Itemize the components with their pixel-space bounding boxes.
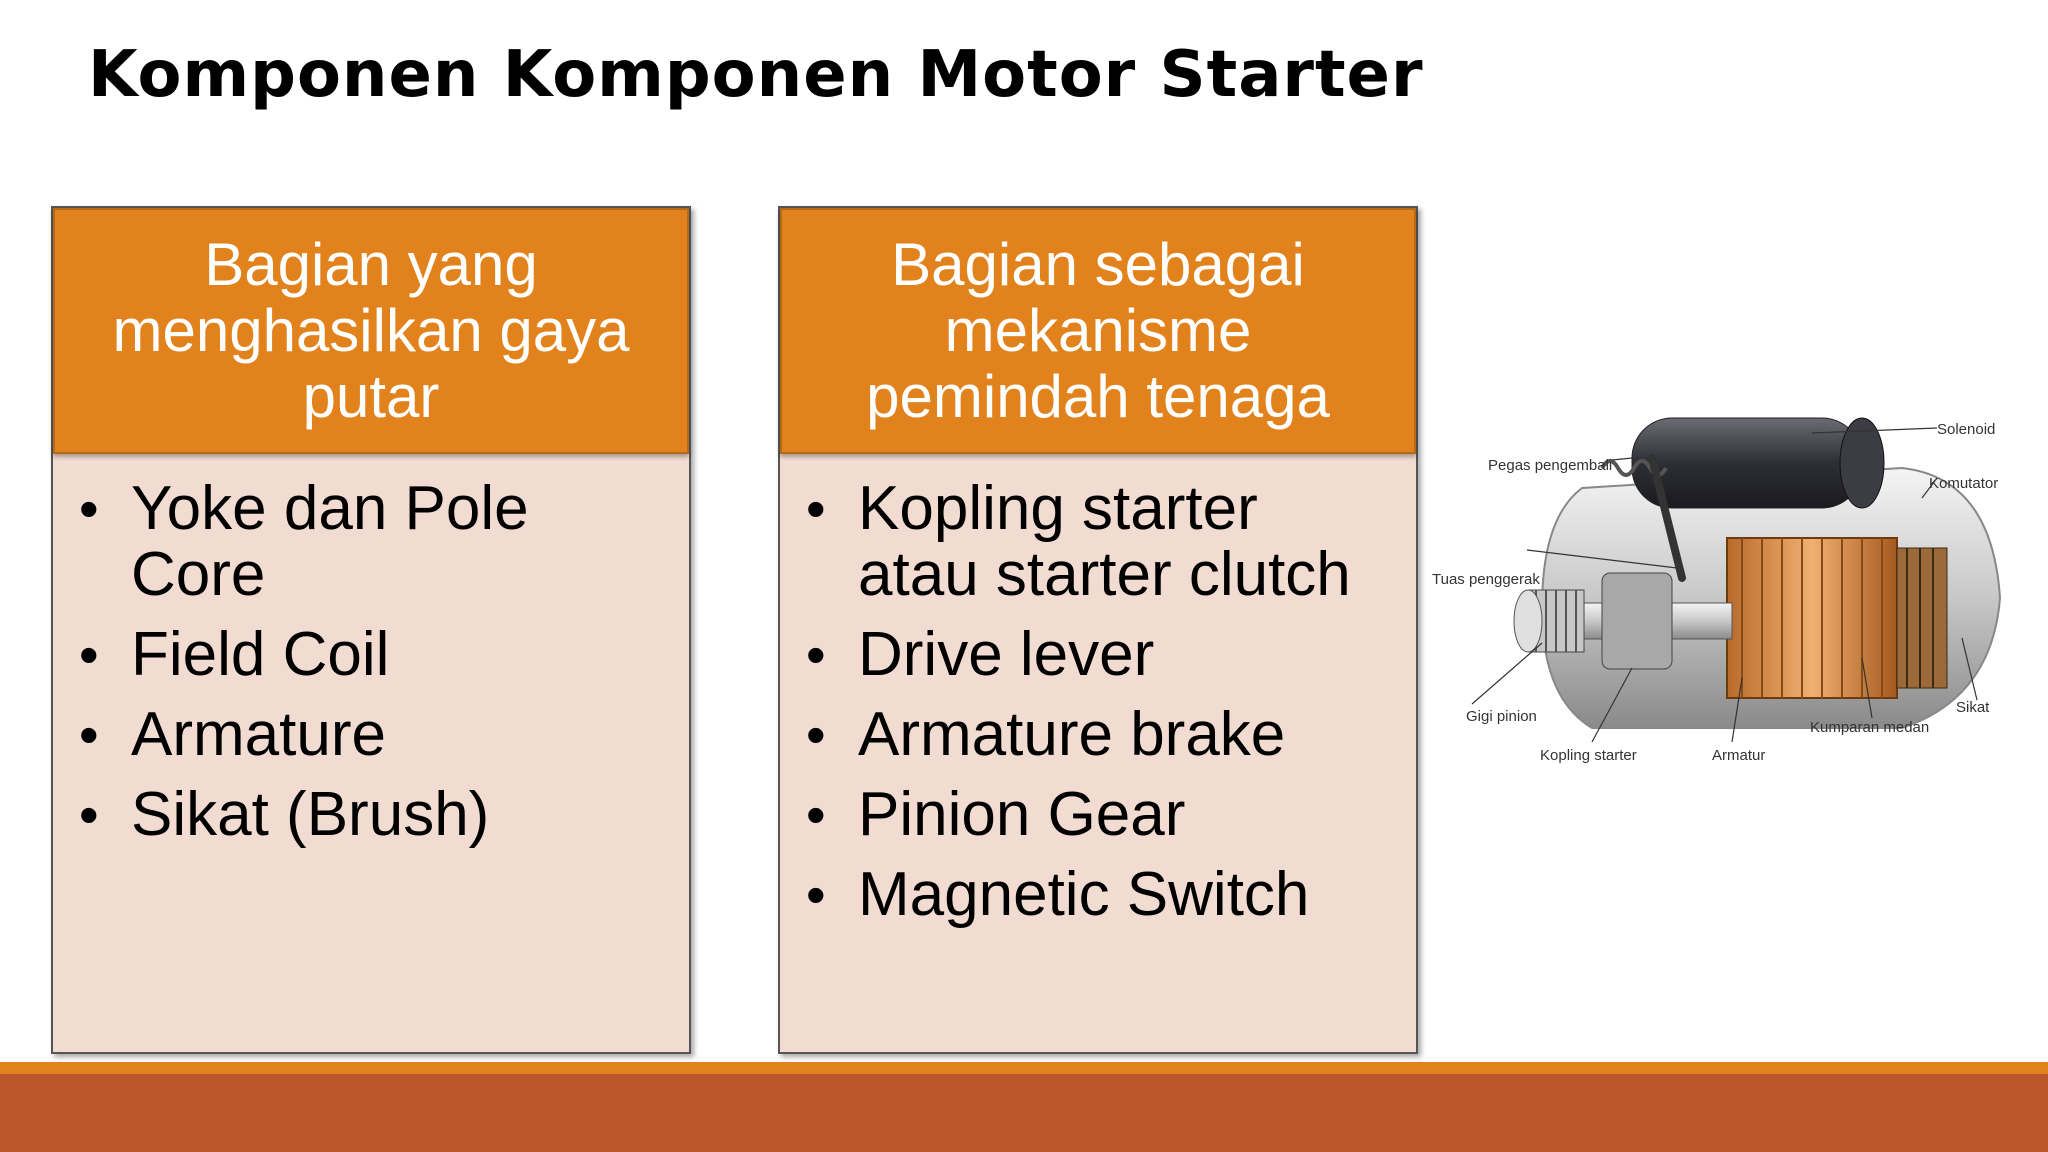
bullet-dot: •	[79, 703, 99, 766]
left-header-line: menghasilkan gaya	[112, 297, 630, 364]
right-bullet-list: • Kopling starter atau starter clutch • …	[780, 454, 1416, 928]
bullet-dot: •	[79, 477, 99, 540]
label-armatur: Armatur	[1712, 747, 1765, 764]
bullet-dot: •	[806, 703, 826, 766]
label-gigi-pinion: Gigi pinion	[1466, 708, 1537, 725]
bullet-dot: •	[806, 783, 826, 846]
bullet-dot: •	[79, 623, 99, 686]
bullet-dot: •	[806, 863, 826, 926]
bullet-dot: •	[79, 783, 99, 846]
bullet-item: • Sikat (Brush)	[79, 780, 490, 849]
label-komutator: Komutator	[1929, 475, 1998, 492]
bullet-item: • Magnetic Switch	[806, 860, 1310, 929]
label-tuas-penggerak: Tuas penggerak	[1432, 571, 1540, 588]
label-sikat: Sikat	[1956, 699, 1990, 716]
slide-title: Komponen Komponen Motor Starter	[88, 38, 1424, 112]
left-header-line: Bagian yang	[204, 231, 538, 298]
right-component-box: Bagian sebagai mekanisme pemindah tenaga…	[778, 206, 1418, 1054]
bullet-item: • Yoke dan Pole Core	[79, 474, 529, 609]
right-header-line: pemindah tenaga	[866, 363, 1330, 430]
left-box-header: Bagian yang menghasilkan gaya putar	[53, 208, 689, 454]
left-bullet-list: • Yoke dan Pole Core • Field Coil • Arma…	[53, 454, 689, 848]
right-header-line: mekanisme	[944, 297, 1252, 364]
label-pegas-pengembali: Pegas pengembali	[1488, 457, 1612, 474]
left-header-line: putar	[302, 363, 440, 430]
right-header-line: Bagian sebagai	[891, 231, 1305, 298]
label-kopling-starter: Kopling starter	[1540, 747, 1637, 764]
label-solenoid: Solenoid	[1937, 421, 1995, 438]
bullet-item: • Drive lever	[806, 620, 1155, 689]
bullet-item: • Armature brake	[806, 700, 1286, 769]
bullet-item: • Field Coil	[79, 620, 390, 689]
left-component-box: Bagian yang menghasilkan gaya putar • Yo…	[51, 206, 691, 1054]
starter-motor-illustration: Solenoid Pegas pengembali Komutator Tuas…	[1432, 417, 2002, 764]
bullet-item: • Pinion Gear	[806, 780, 1186, 849]
footer-accent-bar	[0, 1062, 2048, 1074]
footer-bar	[0, 1074, 2048, 1152]
starter-motor-diagram: Solenoid Pegas pengembali Komutator Tuas…	[1432, 398, 2016, 778]
right-box-header: Bagian sebagai mekanisme pemindah tenaga	[780, 208, 1416, 454]
bullet-item: • Armature	[79, 700, 386, 769]
bullet-item: • Kopling starter atau starter clutch	[806, 474, 1351, 609]
label-kumparan-medan: Kumparan medan	[1810, 719, 1929, 736]
bullet-dot: •	[806, 623, 826, 686]
bullet-dot: •	[806, 477, 826, 540]
